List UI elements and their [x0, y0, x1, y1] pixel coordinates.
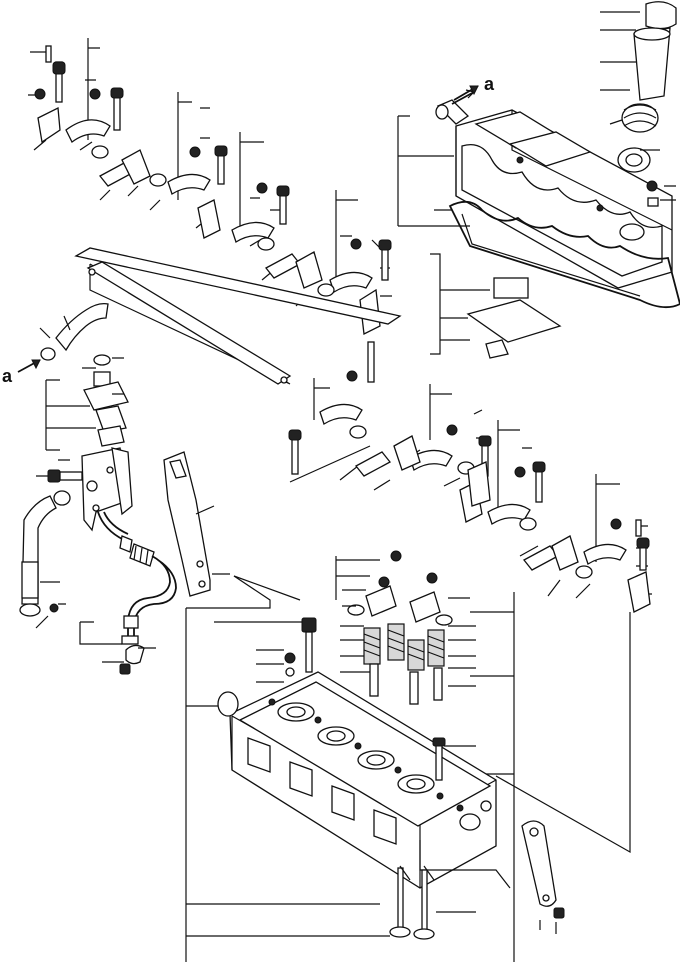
rocker-assembly-lower — [288, 370, 652, 613]
rocker-assembly-upper — [28, 38, 392, 335]
water-outlet-assembly — [19, 302, 177, 675]
lifting-bracket — [163, 451, 230, 597]
rocker-shaft-long — [74, 247, 402, 385]
lifting-eye — [521, 820, 565, 934]
callout-a-top: a — [453, 74, 495, 101]
callout-a-left: a — [2, 359, 41, 386]
pushrod — [367, 341, 375, 383]
valve-springs — [363, 623, 445, 671]
cylinder-head-assembly — [185, 550, 631, 962]
valve-cover-assembly — [397, 1, 680, 359]
damper-block — [493, 277, 529, 299]
valves — [389, 865, 435, 940]
callout-a-top-label: a — [484, 74, 495, 94]
expansion-plug — [217, 691, 239, 717]
callout-a-left-label: a — [2, 366, 13, 386]
